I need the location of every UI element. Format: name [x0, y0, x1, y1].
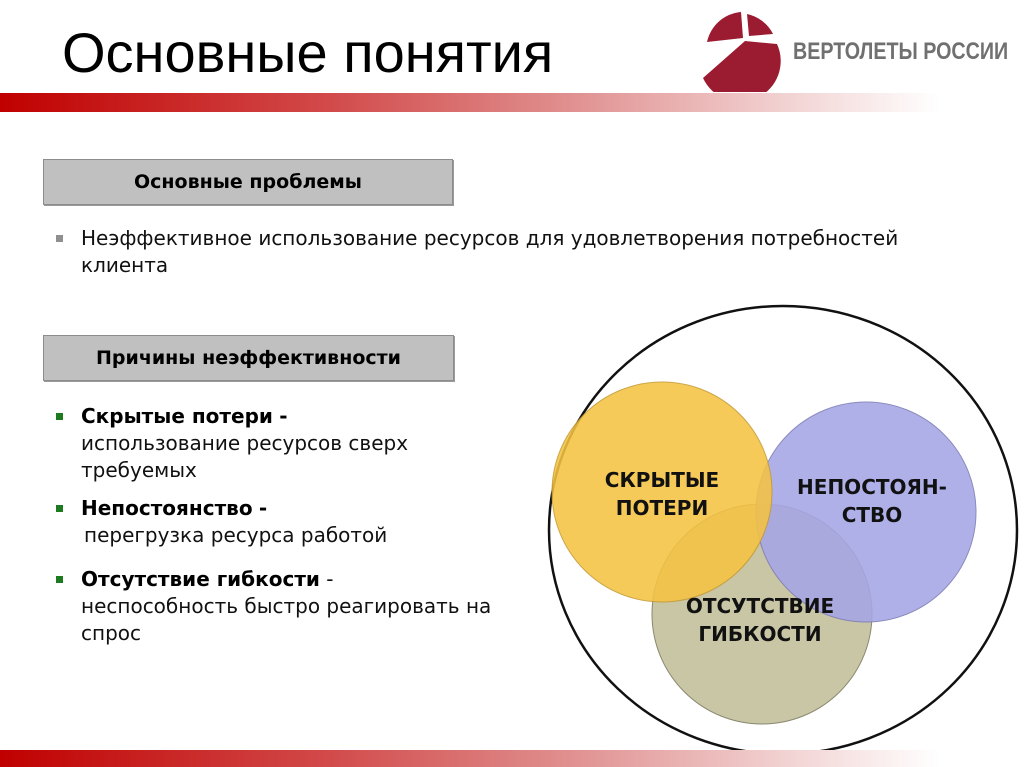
cause-item-inflexibility: Отсутствие гибкости - неспособность быст… [56, 566, 496, 647]
cause-dash: - [258, 496, 268, 520]
problem-item: Неэффективное использование ресурсов для… [56, 225, 916, 279]
cause-dash: - [326, 567, 334, 591]
bottom-accent-bar [0, 750, 940, 767]
cause-description: использование ресурсов сверх требуемых [81, 431, 409, 482]
square-bullet-icon [56, 413, 63, 420]
venn-label-inflexibility: ОТСУТСТВИЕ ГИБКОСТИ [685, 594, 835, 646]
cause-term: Отсутствие гибкости [81, 567, 320, 591]
cause-term: Скрытые потери [81, 404, 273, 428]
venn-diagram: СКРЫТЫЕ ПОТЕРИ НЕПОСТОЯН- СТВО ОТСУТСТВИ… [540, 300, 1024, 760]
sliced-circle-logo-icon [703, 12, 781, 92]
venn-circles-graphic [547, 304, 1019, 756]
square-bullet-icon [56, 505, 63, 512]
top-accent-bar [0, 93, 940, 112]
problem-text: Неэффективное использование ресурсов для… [81, 226, 899, 277]
cause-term: Непостоянство [81, 496, 253, 520]
venn-label-hidden-losses: СКРЫТЫЕ ПОТЕРИ [604, 468, 720, 520]
logo-text: ВЕРТОЛЕТЫ РОССИИ [793, 38, 1009, 65]
venn-label-variability: НЕПОСТОЯН- СТВО [797, 475, 947, 527]
circle-hidden-losses [551, 381, 773, 603]
square-bullet-icon [56, 235, 63, 242]
cause-description: перегрузка ресурса работой [84, 523, 388, 547]
cause-dash: - [279, 404, 288, 428]
cause-description: неспособность быстро реагировать на спро… [81, 594, 492, 645]
problems-header: Основные проблемы [43, 159, 453, 205]
square-bullet-icon [56, 576, 63, 583]
causes-header: Причины неэффективности [43, 335, 454, 381]
cause-item-hidden-losses: Скрытые потери - использование ресурсов … [56, 403, 496, 484]
company-logo: ВЕРТОЛЕТЫ РОССИИ [693, 8, 1013, 92]
cause-item-variability: Непостоянство - перегрузка ресурса работ… [56, 495, 496, 549]
slide-title: Основные понятия [62, 21, 554, 84]
